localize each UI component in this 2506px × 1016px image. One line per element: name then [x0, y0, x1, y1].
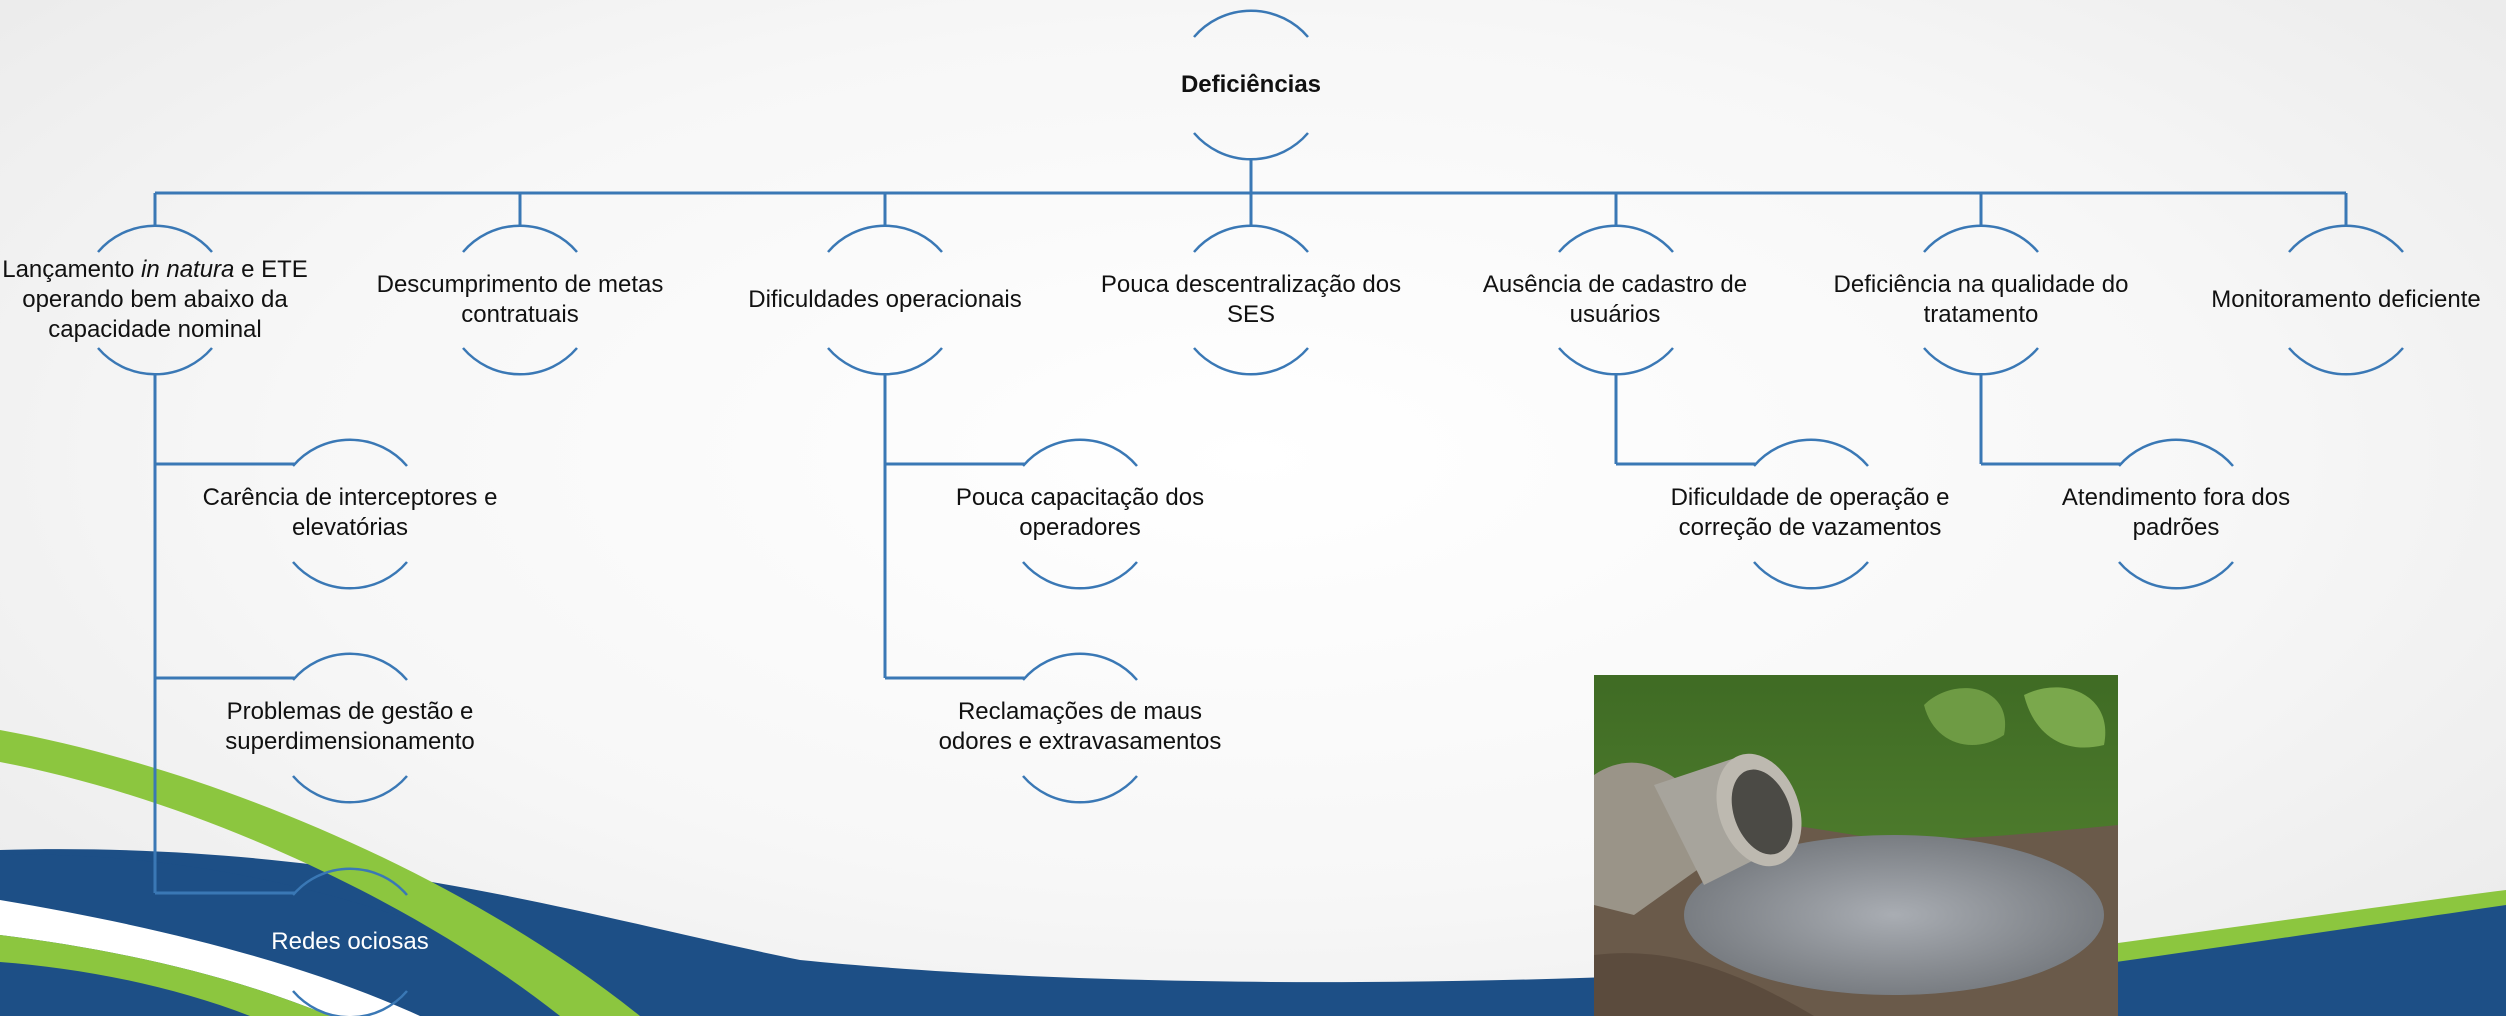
child-node-b5c1-bottom-arc — [1753, 561, 1869, 590]
branch-node-5-top-arc — [1558, 224, 1674, 253]
photo-polluted-water — [1684, 835, 2104, 995]
branch-node-4-bottom-arc — [1193, 347, 1309, 376]
swoosh-green-stripe — [0, 730, 640, 1016]
swoosh-light-green-stripe — [0, 935, 330, 1016]
root-node-label: Deficiências — [1122, 50, 1380, 120]
branch-node-3-label: Dificuldades operacionais — [735, 250, 1035, 350]
branch-node-1-top-arc — [97, 224, 213, 253]
swoosh-white-stripe — [0, 900, 420, 1016]
photo-mud — [1594, 953, 1814, 1016]
branch-node-6-top-arc — [1923, 224, 2039, 253]
photo-concrete-pipe — [1654, 753, 1802, 885]
child-node-b5c1-text: Dificuldade de operação e correção de va… — [1670, 484, 1950, 541]
child-node-b1c1-bottom-arc — [292, 561, 408, 590]
branch-node-4-top-arc — [1193, 224, 1309, 253]
branch-node-2-text: Descumprimento de metas contratuais — [376, 271, 664, 328]
root-node-bottom-arc — [1193, 132, 1309, 161]
branch-node-3-bottom-arc — [827, 347, 943, 376]
child-node-b1c2-label: Problemas de gestão e superdimensionamen… — [200, 677, 500, 777]
branch-node-1-bottom-arc — [97, 347, 213, 376]
branch-node-2-label: Descumprimento de metas contratuais — [370, 250, 670, 350]
photo-leaves — [1924, 688, 2006, 745]
child-node-b1c2-text: Problemas de gestão e superdimensionamen… — [225, 698, 475, 755]
branch-node-6-bottom-arc — [1923, 347, 2039, 376]
child-node-b3c2-top-arc — [1022, 652, 1138, 681]
child-node-b1c2-bottom-arc — [292, 775, 408, 804]
child-node-b3c1-text: Pouca capacitação dos operadores — [955, 484, 1205, 541]
branch-node-1-text-part-1: Lançamento — [2, 256, 141, 283]
branch-node-4-text: Pouca descentralização dos SES — [1100, 271, 1402, 328]
branch-node-6-text: Deficiência na qualidade do tratamento — [1833, 271, 2129, 328]
root-node-text: Deficiências — [1180, 71, 1322, 98]
branch-node-2-top-arc — [462, 224, 578, 253]
child-node-b6c1-text: Atendimento fora dos padrões — [2061, 484, 2291, 541]
branch-node-1-text: Lançamento in natura e ETE operando bem … — [0, 255, 310, 345]
child-node-b3c2-text: Reclamações de maus odores e extravasame… — [938, 698, 1222, 755]
child-node-b1c1-text: Carência de interceptores e elevatórias — [202, 484, 498, 541]
branch-node-1-text-part-2: in natura — [141, 256, 235, 283]
child-node-b1c3-text: Redes ociosas — [271, 928, 429, 955]
branch-node-5-label: Ausência de cadastro de usuários — [1465, 250, 1765, 350]
child-node-b3c1-label: Pouca capacitação dos operadores — [930, 463, 1230, 563]
branch-node-1-text-part-3: e ETE operando bem abaixo da capacidade … — [22, 256, 308, 343]
child-node-b3c2-label: Reclamações de maus odores e extravasame… — [930, 677, 1230, 777]
branch-node-3-top-arc — [827, 224, 943, 253]
child-node-b1c1-label: Carência de interceptores e elevatórias — [200, 463, 500, 563]
child-node-b3c1-bottom-arc — [1022, 561, 1138, 590]
child-node-b6c1-top-arc — [2118, 438, 2234, 467]
branch-node-7-top-arc — [2288, 224, 2404, 253]
child-node-b6c1-label: Atendimento fora dos padrões — [2026, 463, 2326, 563]
photo-leaves-2 — [2024, 687, 2106, 748]
sewage-pipe-photo — [1594, 675, 2118, 1016]
child-node-b1c3-top-arc — [292, 867, 408, 896]
child-node-b6c1-bottom-arc — [2118, 561, 2234, 590]
branch-node-7-label: Monitoramento deficiente — [2196, 250, 2496, 350]
sewage-pipe-photo-illustration — [1594, 675, 2118, 1016]
child-node-b1c3-label: Redes ociosas — [200, 892, 500, 992]
branch-node-2-bottom-arc — [462, 347, 578, 376]
child-node-b1c2-top-arc — [292, 652, 408, 681]
child-node-b1c3-bottom-arc — [292, 990, 408, 1016]
branch-node-5-bottom-arc — [1558, 347, 1674, 376]
child-node-b3c1-top-arc — [1022, 438, 1138, 467]
branch-node-1-label: Lançamento in natura e ETE operando bem … — [0, 250, 310, 350]
child-node-b1c1-top-arc — [292, 438, 408, 467]
root-node-top-arc — [1193, 9, 1309, 38]
child-node-b5c1-top-arc — [1753, 438, 1869, 467]
branch-node-7-bottom-arc — [2288, 347, 2404, 376]
child-node-b3c2-bottom-arc — [1022, 775, 1138, 804]
branch-node-3-text: Dificuldades operacionais — [748, 286, 1022, 313]
child-node-b5c1-label: Dificuldade de operação e correção de va… — [1660, 463, 1960, 563]
branch-node-4-label: Pouca descentralização dos SES — [1100, 250, 1402, 350]
branch-node-5-text: Ausência de cadastro de usuários — [1482, 271, 1748, 328]
branch-node-6-label: Deficiência na qualidade do tratamento — [1830, 250, 2132, 350]
branch-node-7-text: Monitoramento deficiente — [2211, 286, 2481, 313]
